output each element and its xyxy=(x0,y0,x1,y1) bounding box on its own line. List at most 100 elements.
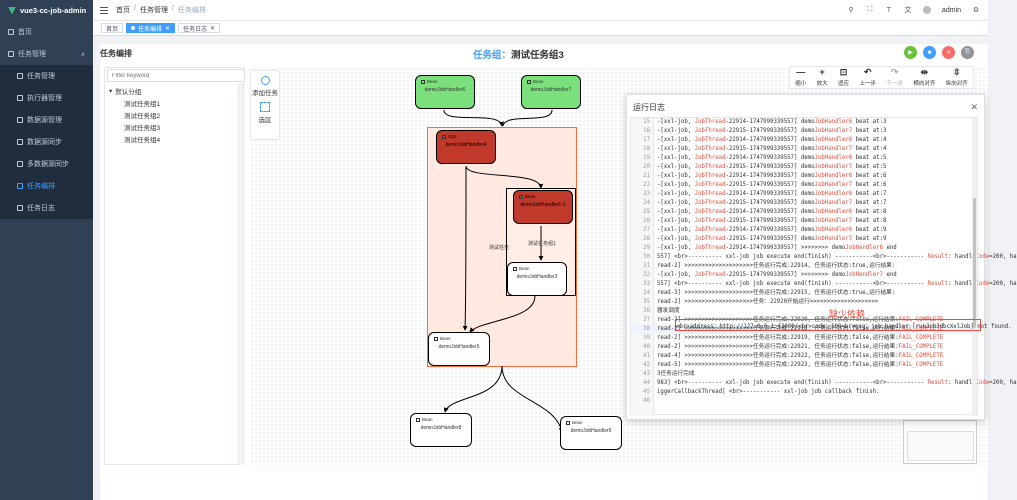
line-segment: Result xyxy=(927,254,949,260)
tree-node[interactable]: 测试任务组2 xyxy=(124,113,161,120)
sidebar-item-datasources[interactable]: 数据源管理 xyxy=(0,109,93,131)
line-segment: JobThread xyxy=(694,173,726,179)
zoom-out-button[interactable]: — 缩小 xyxy=(795,67,807,88)
scroll-thumb[interactable] xyxy=(973,198,976,328)
line-number: 43 xyxy=(643,371,650,377)
bean-icon xyxy=(416,417,420,422)
language-icon[interactable]: 文 xyxy=(904,7,912,14)
delete-button[interactable]: ✕ xyxy=(942,46,955,59)
line-segment: JobThread xyxy=(694,245,726,251)
log-line: 17-[xxl-job, JobThread-22914-17479993395… xyxy=(631,136,979,145)
tag-home[interactable]: 首页 xyxy=(101,23,124,33)
zoom-in-button[interactable]: +放大 xyxy=(817,67,828,88)
group-tree-panel: ▾ 默认分组 测试任务组1 测试任务组2 测试任务组3 测试任务组4 xyxy=(104,67,245,465)
tree-scrollbar[interactable] xyxy=(238,83,243,465)
tags-view: 首页 任务编排 ✕ 任务日志 ✕ xyxy=(93,21,988,36)
align-horizontal-button[interactable]: ⇹横向对齐 xyxy=(913,67,935,88)
sidebar-item-home[interactable]: 首页 xyxy=(0,21,93,43)
select-area-tool[interactable]: 选区 xyxy=(251,102,279,124)
line-segment: JobThread xyxy=(694,119,726,125)
node-handler4-sql[interactable]: SQL demoJobHandler4 xyxy=(436,130,496,164)
menu-fold-icon[interactable] xyxy=(100,6,108,14)
line-segment: FAIL_COMPLETE xyxy=(898,326,944,332)
plus-icon: + xyxy=(819,67,825,77)
close-icon[interactable]: ✕ xyxy=(210,25,216,32)
line-segment: JobHandler6 xyxy=(814,191,853,197)
fit-button[interactable]: ⊡适应 xyxy=(838,68,849,88)
export-button[interactable]: ⎘ xyxy=(961,46,974,59)
line-text: read-2] >>>>>>>>>>>>>>>>>>>>任务运行完成:22921… xyxy=(657,343,943,352)
sidebar-item-executors[interactable]: 执行器管理 xyxy=(0,87,93,109)
tree-node[interactable]: 测试任务组3 xyxy=(124,125,161,132)
line-segment: JobThread xyxy=(694,236,726,242)
save-button[interactable]: ■ xyxy=(923,46,936,59)
search-input[interactable] xyxy=(107,69,245,82)
node-handler8[interactable]: Bean demoJobHandler8 xyxy=(410,413,472,447)
sidebar-item-tasks[interactable]: 任务管理 xyxy=(0,65,93,87)
sidebar-item-task-management[interactable]: 任务管理 ∧ xyxy=(0,43,93,65)
sidebar-item-multi-sync[interactable]: 多数据源同步 xyxy=(0,153,93,175)
sidebar-item-orchestration[interactable]: 任务编排 xyxy=(0,175,93,197)
breadcrumb-task-management[interactable]: 任务管理 xyxy=(139,7,168,14)
sidebar-item-label: 任务日志 xyxy=(27,205,55,212)
minus-icon: — xyxy=(796,67,806,77)
line-segment: read-2] >>>>>>>>>>>>>>>>>>>>任务运行完成:22914… xyxy=(657,263,896,269)
close-icon[interactable]: ✕ xyxy=(165,25,171,32)
bean-icon xyxy=(519,194,523,199)
node-handler6[interactable]: Bean demoJobHandler6 xyxy=(415,75,475,109)
tree-node[interactable]: 测试任务组4 xyxy=(124,137,161,144)
line-segment: -22914-1747999339557] demo xyxy=(725,173,815,179)
bean-icon xyxy=(513,266,517,271)
run-button[interactable]: ▶ xyxy=(904,46,917,59)
top-header: 首页 / 任务管理 / 任务编排 ⚲ ⛶ T 文 admin ⚙ xyxy=(93,0,988,21)
node-handler5[interactable]: Bean demoJobHandler5 xyxy=(428,332,490,366)
node-handler9[interactable]: Bean demoJobHandler9 xyxy=(560,416,622,450)
add-task-tool[interactable]: 添加任务 xyxy=(251,76,279,97)
line-segment: Code xyxy=(975,281,990,287)
log-content[interactable]: 15-[xxl-job, JobThread-22914-17479993395… xyxy=(630,117,1017,416)
minimap-viewport[interactable] xyxy=(907,431,974,461)
redo-button[interactable]: ↷下一步 xyxy=(886,68,903,88)
line-number: 25 xyxy=(643,209,650,215)
tag-task-log[interactable]: 任务日志 ✕ xyxy=(178,23,221,33)
line-segment: -[xxl-job, xyxy=(657,218,695,224)
breadcrumb-home[interactable]: 首页 xyxy=(116,7,130,14)
toolbar-label: 缩小 xyxy=(795,81,807,87)
font-size-icon[interactable]: T xyxy=(886,6,892,14)
line-segment: beat at:6 xyxy=(852,173,887,179)
node-handler1-1[interactable]: Bean demoJobHandler1-1 xyxy=(513,190,573,224)
undo-button[interactable]: ↶上一步 xyxy=(859,68,876,88)
search-icon[interactable]: ⚲ xyxy=(848,7,854,14)
tree-root[interactable]: ▾ 默认分组 xyxy=(109,85,160,97)
tree-node[interactable]: 测试任务组1 xyxy=(124,101,161,108)
user-name[interactable]: admin xyxy=(941,6,961,14)
avatar[interactable] xyxy=(922,6,931,14)
node-handler7[interactable]: Bean demoJobHandler7 xyxy=(521,75,581,109)
line-number: 23 xyxy=(643,191,650,197)
node-handler3[interactable]: Bean demoJobHandler3 xyxy=(507,262,567,296)
line-segment: beat at:3 xyxy=(852,119,887,125)
sidebar-item-datasource-sync[interactable]: 数据源同步 xyxy=(0,131,93,153)
minimap[interactable] xyxy=(903,420,977,464)
align-vertical-icon: ⇳ xyxy=(952,67,961,77)
flow-icon xyxy=(17,183,23,189)
close-icon[interactable]: ✕ xyxy=(970,101,978,112)
canvas-toolbar: — 缩小 +放大 ⊡适应 ↶上一步 ↷下一步 ⇹横向对齐 ⇳纵向对齐 xyxy=(789,66,974,89)
tag-orchestration[interactable]: 任务编排 ✕ xyxy=(126,23,176,33)
sidebar-item-task-log[interactable]: 任务日志 xyxy=(0,197,93,219)
align-horizontal-icon: ⇹ xyxy=(920,67,929,77)
line-segment: -22915-1747999339557] demo xyxy=(725,200,815,206)
edge-label: 测试任务 xyxy=(489,245,510,251)
log-scrollbar[interactable] xyxy=(972,118,977,416)
fullscreen-icon[interactable]: ⛶ xyxy=(867,6,873,13)
line-number: 38 xyxy=(643,326,650,332)
line-segment: -22914-1747999339557] demo xyxy=(725,137,815,143)
node-name: demoJobHandler5 xyxy=(438,344,480,350)
settings-icon[interactable]: ⚙ xyxy=(972,7,980,14)
align-vertical-button[interactable]: ⇳纵向对齐 xyxy=(946,67,968,88)
brand[interactable]: vue3-cc-job-admin xyxy=(0,0,93,21)
